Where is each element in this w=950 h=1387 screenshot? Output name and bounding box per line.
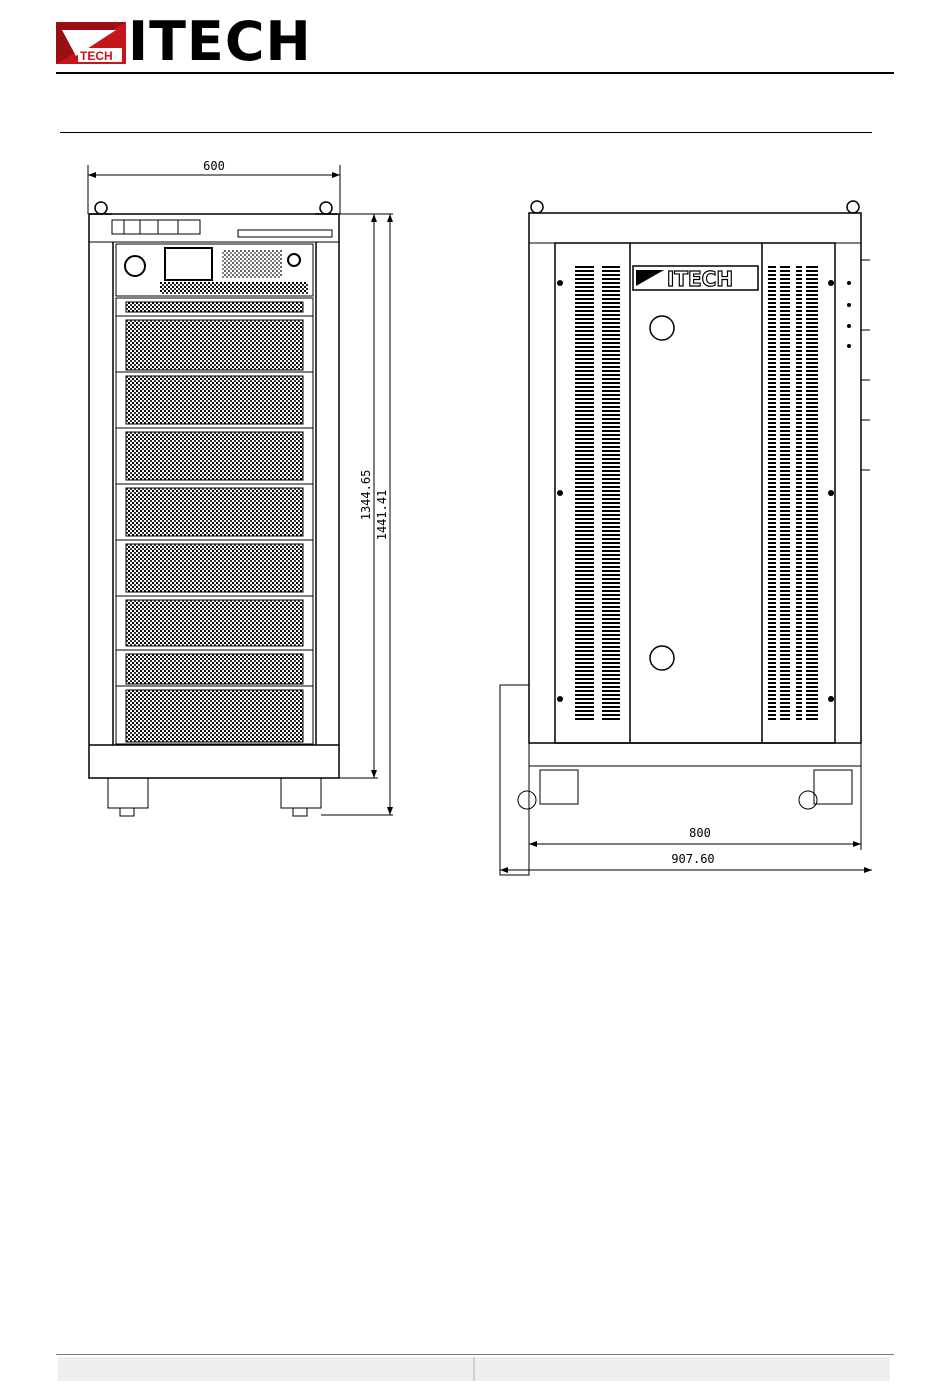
- footer-rule: [56, 1354, 894, 1355]
- front-height-inner-label: 1344.65: [359, 470, 373, 521]
- side-depth-total-label: 907.60: [671, 852, 714, 866]
- side-logo-text: ITECH: [667, 267, 733, 291]
- dimension-drawings: 600: [0, 150, 950, 890]
- logo-mark-icon: TECH: [56, 20, 128, 66]
- section-rule: [60, 132, 872, 133]
- side-view: ITECH 800 907.60: [500, 201, 872, 875]
- logo-wordmark: ITECH: [128, 12, 312, 72]
- front-width-label: 600: [203, 159, 225, 173]
- front-height-outer-label: 1441.41: [375, 490, 389, 541]
- footer-divider: [473, 1357, 475, 1381]
- front-view: 600: [88, 159, 393, 816]
- side-depth-label: 800: [689, 826, 711, 840]
- header-rule: [56, 72, 894, 74]
- logo-box-text: TECH: [80, 49, 113, 63]
